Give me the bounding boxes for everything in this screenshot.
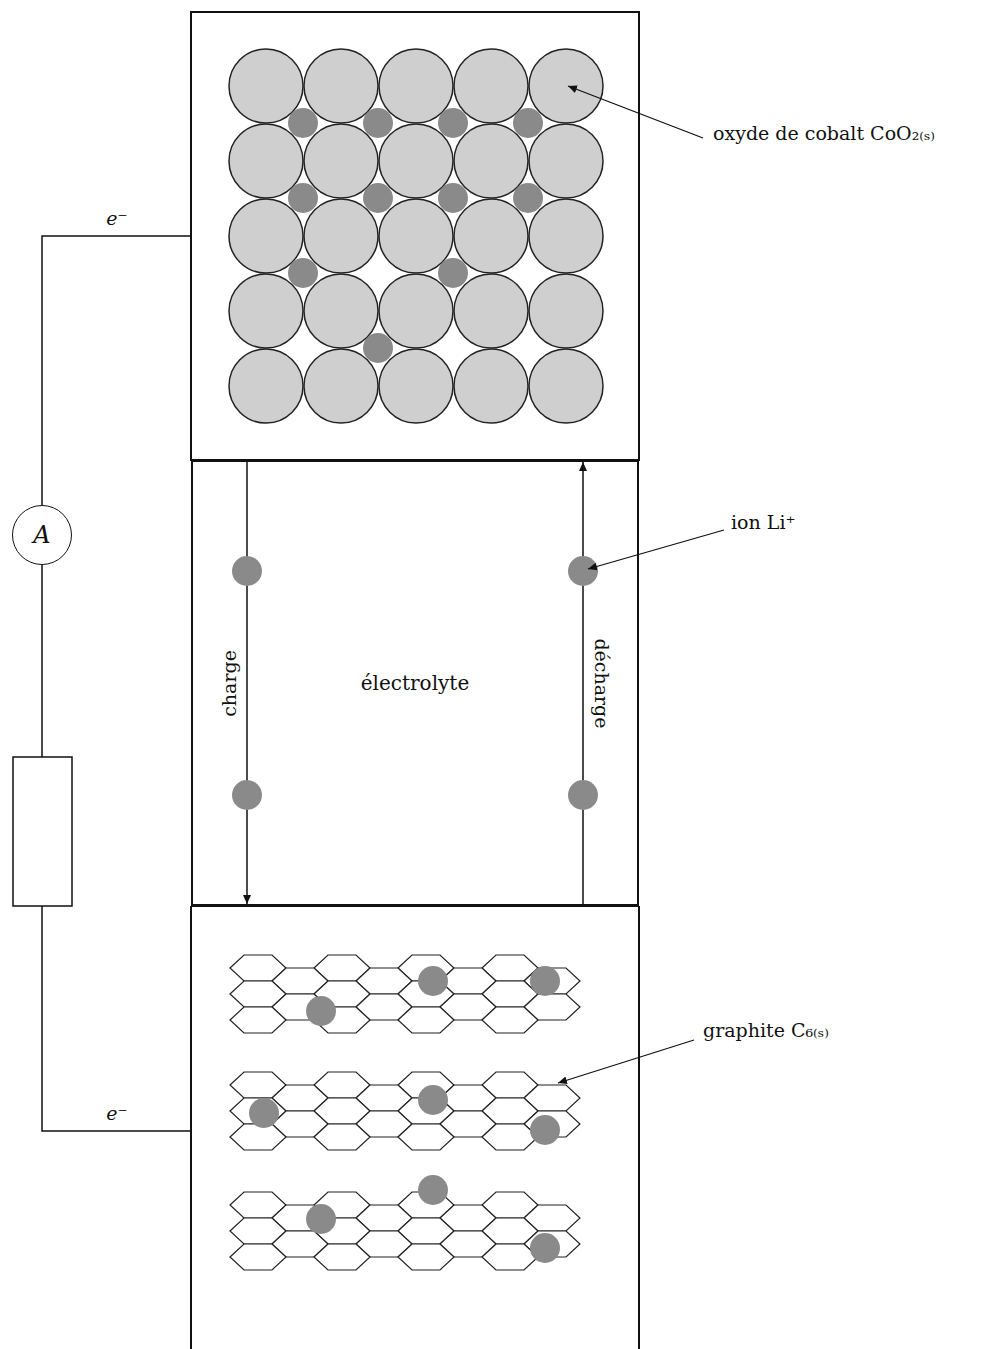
graphite-hexagon <box>482 1007 538 1033</box>
particle <box>304 349 378 423</box>
particle <box>304 49 378 123</box>
particle <box>438 108 468 138</box>
node-text: électrolyte <box>361 671 469 695</box>
particle <box>379 49 453 123</box>
circuit-wire <box>42 236 191 1131</box>
particle <box>363 108 393 138</box>
particle <box>454 274 528 348</box>
particle <box>379 349 453 423</box>
particle <box>530 1233 560 1263</box>
particle <box>454 124 528 198</box>
graphite-hexagon <box>482 1124 538 1150</box>
resistor-symbol <box>13 757 72 906</box>
particle <box>418 1085 448 1115</box>
particle <box>529 124 603 198</box>
particle <box>229 349 303 423</box>
particle <box>288 108 318 138</box>
lithium-ions-electrolyte <box>232 556 598 810</box>
particle <box>379 124 453 198</box>
graphite-layers <box>230 955 580 1270</box>
lithium-ions-anode <box>249 966 560 1263</box>
particle <box>438 183 468 213</box>
particle <box>418 1175 448 1205</box>
particle <box>229 274 303 348</box>
electron-label: e⁻ <box>106 1103 127 1124</box>
particle <box>529 199 603 273</box>
particle <box>513 183 543 213</box>
particle <box>229 199 303 273</box>
particle <box>306 996 336 1026</box>
particle <box>529 349 603 423</box>
graphite-hexagon <box>314 1244 370 1270</box>
graphite-hexagon <box>398 1124 454 1150</box>
particle <box>530 966 560 996</box>
graphite-hexagon <box>314 1124 370 1150</box>
particle <box>288 258 318 288</box>
graphite-hexagon <box>230 1244 286 1270</box>
graphite-hexagon <box>398 1244 454 1270</box>
part-label: graphite C₆₍ₛ₎ <box>703 1020 829 1041</box>
leader-line <box>568 86 703 138</box>
discharge-arrow <box>582 462 584 906</box>
lithium-ions-cathode <box>288 108 543 363</box>
particle <box>288 183 318 213</box>
particle <box>438 258 468 288</box>
ammeter-symbol: A <box>12 505 72 565</box>
particle <box>363 333 393 363</box>
particle <box>418 966 448 996</box>
graphite-hexagon <box>230 1007 286 1033</box>
particle <box>529 49 603 123</box>
particle <box>306 1204 336 1234</box>
particle <box>454 49 528 123</box>
particle <box>304 274 378 348</box>
particle <box>304 124 378 198</box>
particle <box>304 199 378 273</box>
particle <box>529 274 603 348</box>
arrow-label: décharge <box>591 638 612 728</box>
leader-line <box>588 530 724 569</box>
particle <box>379 274 453 348</box>
graphite-hexagon <box>482 1244 538 1270</box>
electrolyte-box: électrolyte <box>191 460 639 906</box>
leader-line <box>558 1040 694 1083</box>
node-text: A <box>33 521 50 549</box>
graphite-electrode <box>191 906 639 1349</box>
particle <box>363 183 393 213</box>
particle <box>249 1098 279 1128</box>
arrow-label: charge <box>219 650 240 717</box>
particle <box>454 199 528 273</box>
charge-arrow <box>246 460 248 904</box>
part-label: ion Li⁺ <box>731 512 796 533</box>
particle <box>229 124 303 198</box>
graphite-hexagon <box>398 1007 454 1033</box>
particle <box>454 349 528 423</box>
electron-label: e⁻ <box>106 208 127 229</box>
particle <box>379 199 453 273</box>
cobalt-spheres <box>229 49 603 423</box>
cobalt-electrode <box>191 12 639 460</box>
particle <box>513 108 543 138</box>
particle <box>229 49 303 123</box>
part-label: oxyde de cobalt CoO₂₍ₛ₎ <box>713 123 935 144</box>
particle <box>530 1115 560 1145</box>
graphite-hexagon <box>230 1124 286 1150</box>
